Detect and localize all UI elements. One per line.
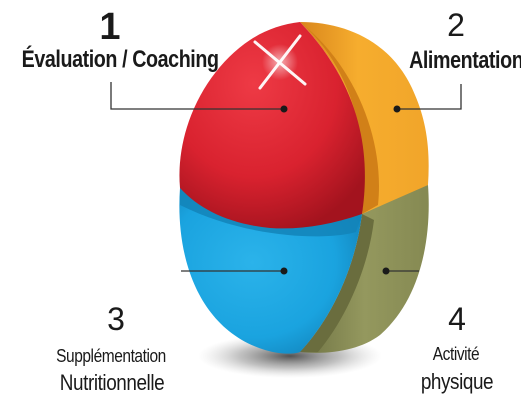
leader-line-2 — [397, 84, 462, 110]
segment-3-label-line2: Nutritionnelle — [59, 370, 165, 395]
segment-1-label: Évaluation / Coaching — [21, 46, 219, 73]
segment-4-edge — [300, 214, 374, 352]
segment-4-number: 4 — [448, 301, 466, 337]
anchor-dot-4 — [382, 267, 390, 275]
segment-4-label-line1: Activité — [432, 344, 480, 364]
segment-2-edge — [300, 22, 380, 214]
segment-2-number: 2 — [447, 7, 465, 43]
segment-1-evaluation — [179, 22, 365, 229]
segment-2-label: Alimentation — [409, 47, 521, 74]
segment-1-number: 1 — [99, 6, 121, 48]
segment-3-number: 3 — [107, 301, 125, 337]
segment-4-label-line2: physique — [420, 369, 494, 394]
sparkle-highlight — [253, 34, 307, 90]
anchor-dot-3 — [280, 267, 288, 275]
anchor-dot-2 — [393, 105, 401, 113]
anchor-dot-1 — [280, 105, 288, 113]
segment-3-label-line1: Supplémentation — [56, 346, 166, 366]
leader-line-1 — [110, 82, 284, 110]
